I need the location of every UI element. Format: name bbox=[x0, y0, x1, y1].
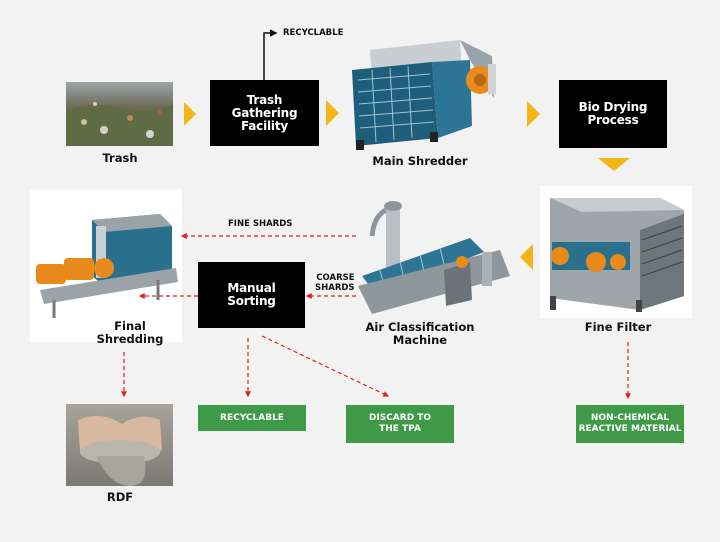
flow-arrow-5 bbox=[520, 244, 533, 270]
sorting-to-discard-arrow bbox=[261, 335, 390, 397]
manual-sorting-box: Manual Sorting bbox=[198, 262, 305, 328]
rdf-photo bbox=[66, 404, 173, 486]
main-shredder-machine bbox=[352, 40, 496, 150]
rdf-label: RDF bbox=[106, 490, 134, 504]
final-shredding-label: Final Shredding bbox=[96, 319, 164, 346]
coarse-shards-label: COARSE SHARDS bbox=[315, 273, 355, 293]
discard-output: DISCARD TO THE TPA bbox=[346, 405, 454, 443]
trash-label: Trash bbox=[102, 151, 138, 165]
non-chemical-output: NON-CHEMICAL REACTIVE MATERIAL bbox=[576, 405, 684, 443]
air-classification-label: Air Classification Machine bbox=[365, 320, 475, 347]
flow-arrow-1 bbox=[184, 102, 196, 126]
flow-arrow-2 bbox=[326, 100, 339, 126]
main-shredder-label: Main Shredder bbox=[372, 154, 468, 168]
air-classification-machine bbox=[358, 201, 510, 314]
bio-drying-box: Bio Drying Process bbox=[559, 80, 667, 148]
flow-arrow-4 bbox=[598, 158, 630, 171]
recyclable-branch-arrow bbox=[263, 29, 278, 80]
fine-filter-label: Fine Filter bbox=[584, 320, 652, 334]
fine-filter-machine bbox=[550, 198, 684, 312]
trash-gathering-box: Trash Gathering Facility bbox=[210, 80, 319, 146]
fine-shards-label: FINE SHARDS bbox=[228, 219, 293, 229]
trash-photo bbox=[66, 82, 173, 146]
recyclable-output: RECYCLABLE bbox=[198, 405, 306, 431]
flow-arrow-3 bbox=[527, 101, 540, 127]
recyclable-branch-label: RECYCLABLE bbox=[283, 28, 344, 38]
final-shredding-machine bbox=[36, 214, 178, 318]
